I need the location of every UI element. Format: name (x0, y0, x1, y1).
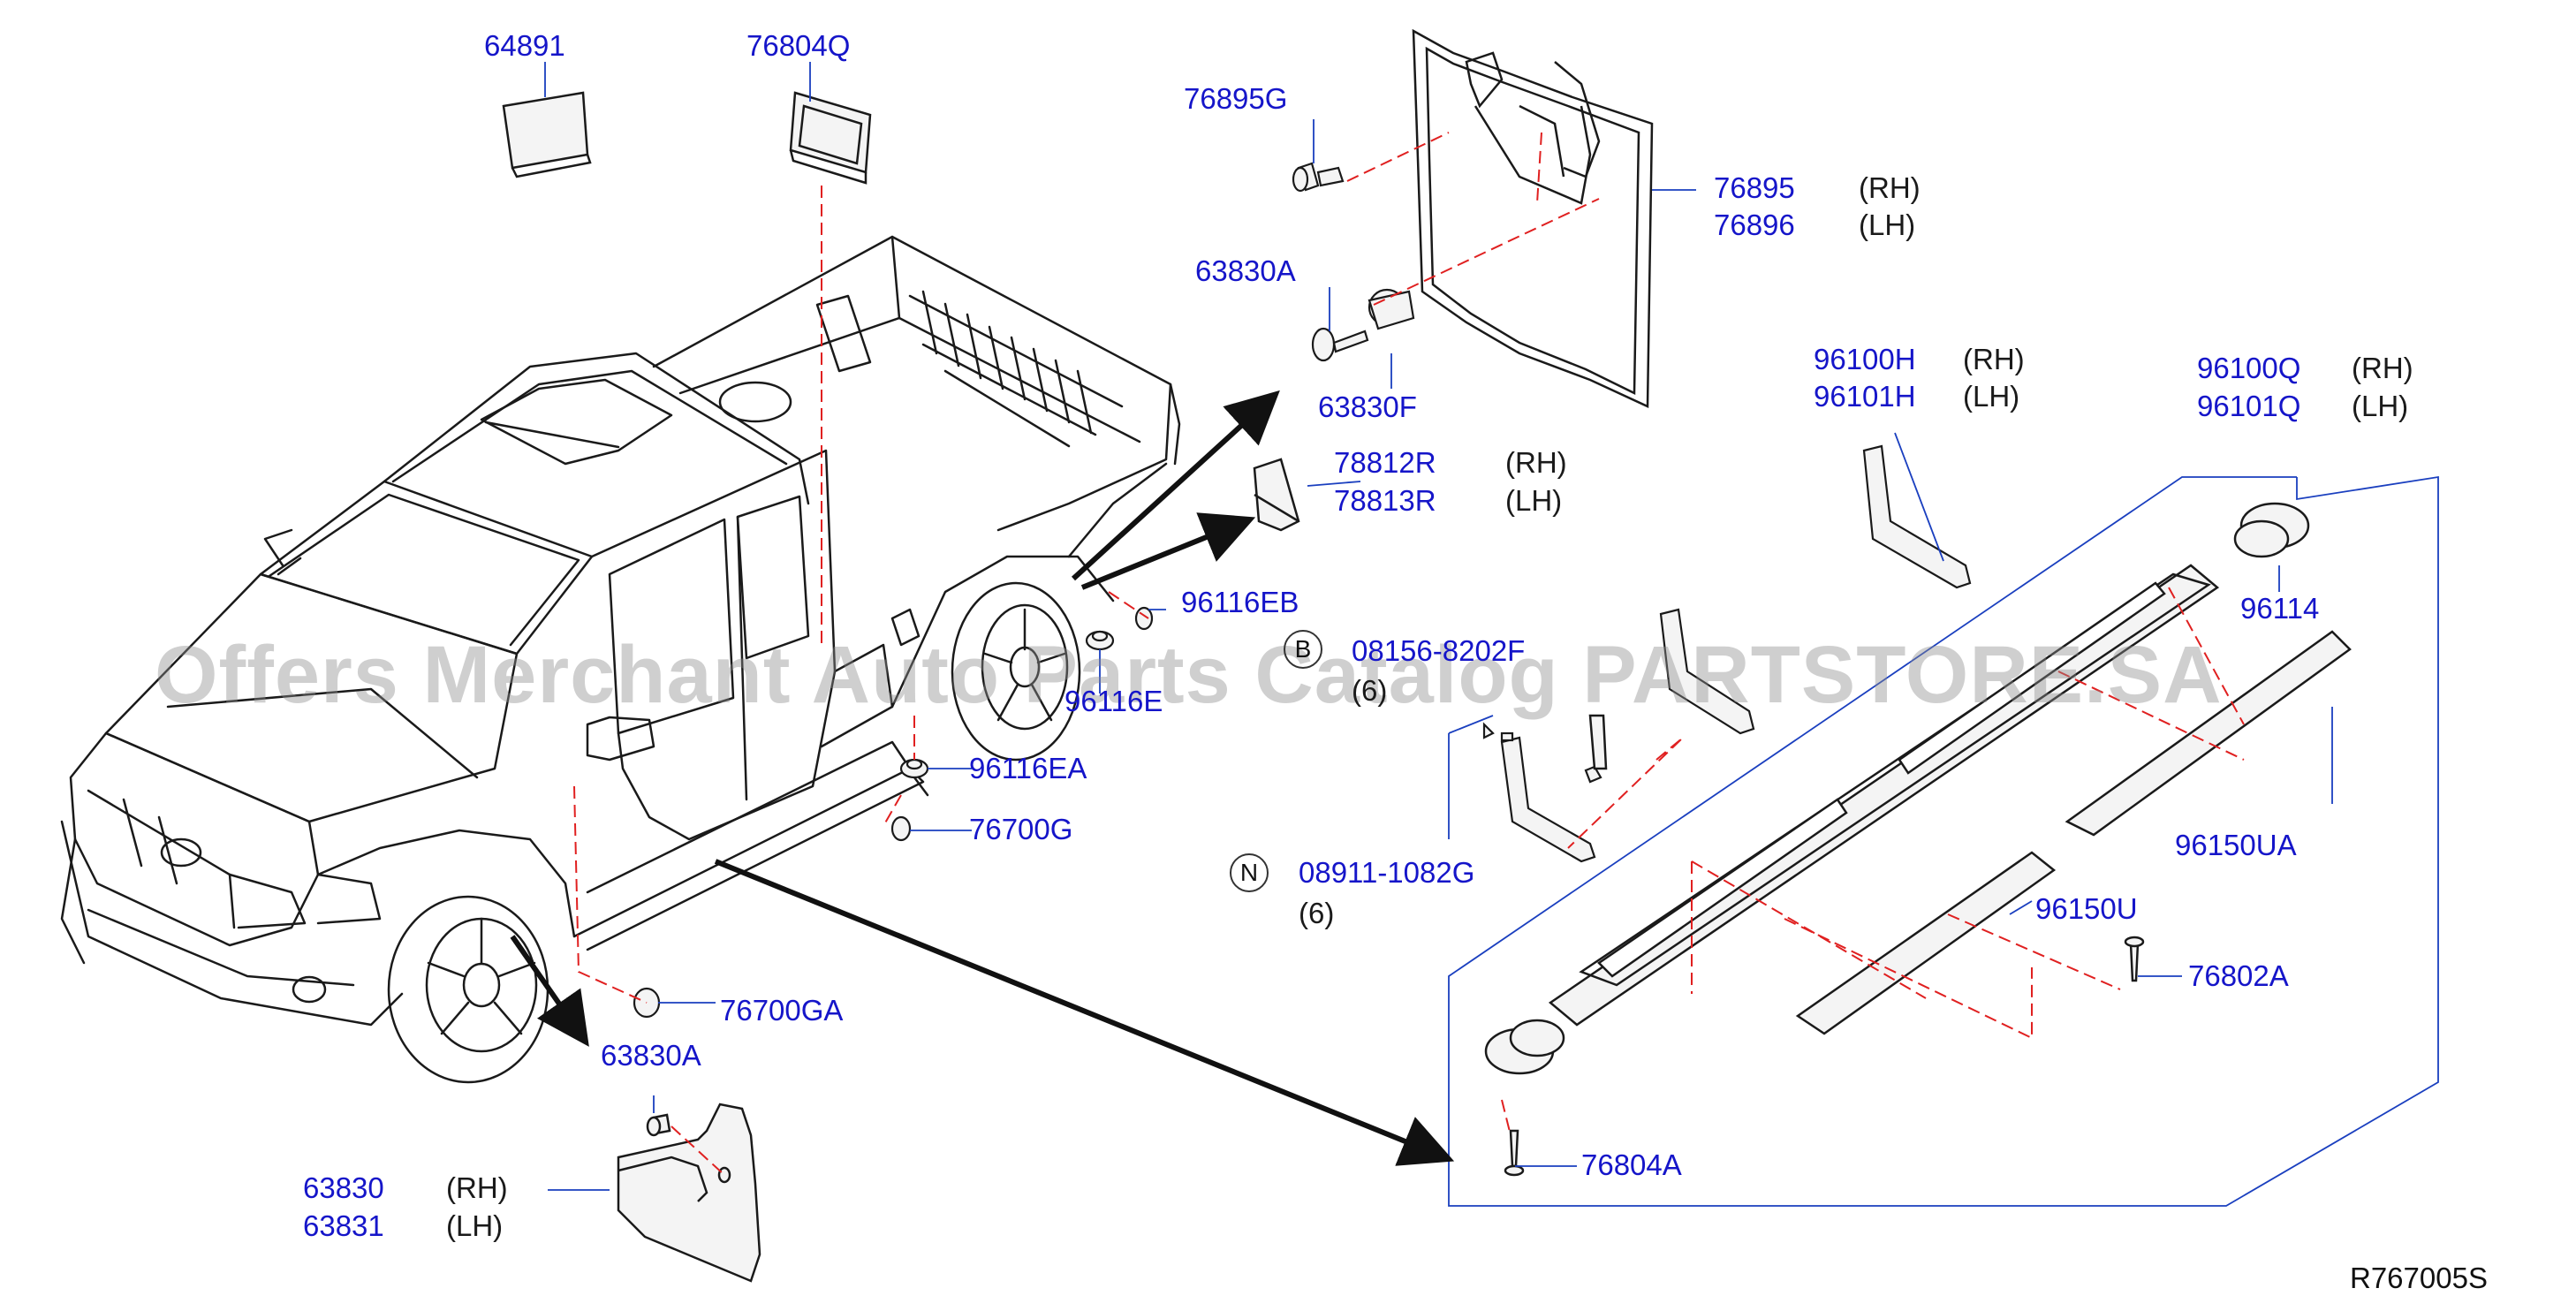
circle-code-n: N (1230, 853, 1269, 892)
side-label-lh: (LH) (1859, 208, 1916, 241)
part-number-63830a-bottom[interactable]: 63830A (601, 1039, 701, 1072)
part-number-96100q[interactable]: 96100Q (2197, 352, 2301, 384)
part-76895-mud-flap-drawing (1412, 28, 1654, 408)
circle-code-b: B (1284, 630, 1322, 669)
part-76804q-bracket-drawing (789, 91, 872, 185)
part-number-96100h[interactable]: 96100H (1814, 343, 1916, 375)
watermark-text: Offers Merchant Auto Parts Catalog PARTS… (155, 630, 2223, 720)
part-number-63830a-top[interactable]: 63830A (1195, 254, 1296, 287)
part-96100h-bracket-drawing (1482, 444, 1972, 863)
side-label-rh: (RH) (446, 1171, 508, 1204)
part-number-63830[interactable]: 63830 (303, 1171, 384, 1204)
quantity-label: (6) (1299, 897, 1335, 929)
part-number-64891[interactable]: 64891 (484, 29, 565, 62)
side-label-lh: (LH) (2352, 390, 2409, 422)
part-number-63830f[interactable]: 63830F (1318, 390, 1417, 423)
part-number-78813r[interactable]: 78813R (1334, 484, 1436, 517)
part-number-96101q[interactable]: 96101Q (2197, 390, 2301, 422)
part-number-63831[interactable]: 63831 (303, 1209, 384, 1242)
step-tube-assembly-drawing (1484, 502, 2352, 1177)
location-arrows (510, 390, 1455, 1166)
part-number-96116ea[interactable]: 96116EA (969, 752, 1087, 784)
assembly-phantom-lines (573, 132, 2245, 1176)
side-label-lh: (LH) (1963, 380, 2020, 413)
side-label-rh: (RH) (1859, 171, 1921, 204)
part-number-96116e[interactable]: 96116E (1064, 685, 1163, 717)
part-number-76700g[interactable]: 76700G (969, 813, 1073, 845)
part-number-08911-1082g[interactable]: 08911-1082G (1299, 856, 1475, 889)
part-number-96150ua[interactable]: 96150UA (2175, 829, 2297, 861)
part-number-96114[interactable]: 96114 (2240, 592, 2320, 625)
part-number-76895g[interactable]: 76895G (1184, 82, 1288, 115)
side-label-lh: (LH) (1505, 484, 1563, 517)
part-number-96101h[interactable]: 96101H (1814, 380, 1916, 413)
part-number-76895[interactable]: 76895 (1714, 171, 1795, 204)
part-number-76700ga[interactable]: 76700GA (720, 994, 844, 1027)
part-64891-pad-drawing (502, 91, 592, 178)
fastener-clips-drawing (1292, 162, 1415, 362)
part-number-76896[interactable]: 76896 (1714, 208, 1795, 241)
side-label-rh: (RH) (1505, 446, 1567, 479)
side-label-rh: (RH) (2352, 352, 2413, 384)
quantity-label: (6) (1352, 674, 1388, 707)
side-label-rh: (RH) (1963, 343, 2025, 375)
part-number-96116eb[interactable]: 96116EB (1181, 586, 1299, 618)
part-number-76804q[interactable]: 76804Q (746, 29, 851, 62)
side-label-lh: (LH) (446, 1209, 504, 1242)
part-63830-mud-flap-drawing (617, 1103, 761, 1283)
diagram-code: R767005S (2350, 1262, 2488, 1294)
part-78812r-splash-guard-drawing (1253, 458, 1300, 532)
part-number-76802a[interactable]: 76802A (2188, 959, 2289, 992)
callout-leader-lines (544, 62, 2439, 1207)
part-number-08156-8202f[interactable]: 08156-8202F (1352, 634, 1526, 667)
part-number-78812r[interactable]: 78812R (1334, 446, 1436, 479)
part-number-76804a[interactable]: 76804A (1581, 1148, 1682, 1181)
part-number-96150u[interactable]: 96150U (2035, 892, 2138, 925)
